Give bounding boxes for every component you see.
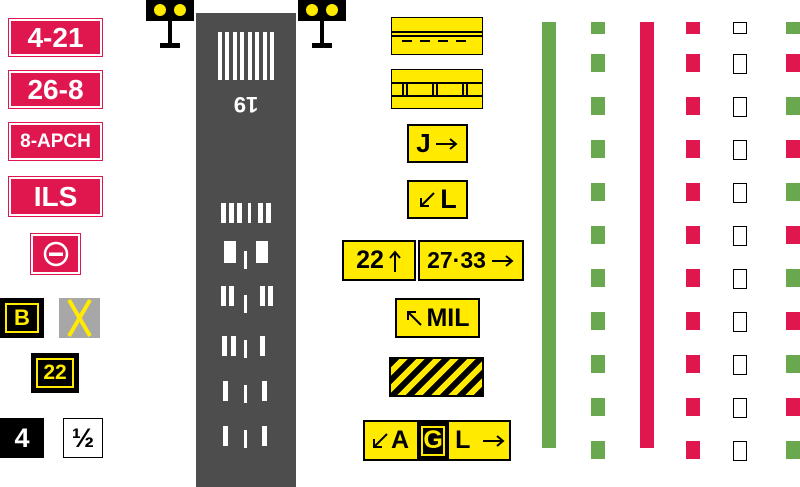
white-dash-light (733, 312, 747, 332)
alt-dash-light (786, 312, 800, 330)
red-dash-light (686, 312, 700, 330)
sign-text: 4-21 (27, 21, 84, 53)
arrow-right-icon (483, 434, 505, 447)
direction-sign-j: J (407, 124, 468, 163)
white-dash-light (733, 269, 747, 289)
aiming-point-left (224, 241, 236, 263)
red-dash-light (686, 183, 700, 201)
direction-sign-27-33: 27·33 (418, 240, 524, 281)
alt-dash-light (786, 22, 800, 34)
red-dash-light (686, 140, 700, 158)
white-dash-light (733, 441, 747, 461)
green-dash-light (591, 183, 605, 201)
arrow-right-icon (435, 137, 458, 150)
white-dash-light (733, 183, 747, 203)
holding-position-marking (391, 17, 483, 55)
red-dash-light (686, 355, 700, 373)
alt-dash-light (786, 226, 800, 244)
sign-text: MIL (426, 303, 470, 332)
mandatory-sign-8-apch: 8-APCH (8, 122, 103, 161)
green-dash-light (591, 140, 605, 158)
runway: 19 (196, 13, 296, 487)
aiming-point-right (256, 241, 268, 263)
red-dash-light (686, 398, 700, 416)
white-dash-light (733, 398, 747, 418)
alt-dash-light (786, 140, 800, 158)
green-dash-light (591, 398, 605, 416)
red-dash-light (686, 97, 700, 115)
alt-dash-light (786, 269, 800, 287)
sign-text: 27·33 (427, 247, 486, 273)
alt-dash-light (786, 398, 800, 416)
alt-dash-light (786, 183, 800, 201)
green-dash-light (591, 226, 605, 244)
alt-dash-light (786, 441, 800, 459)
green-dash-light (591, 269, 605, 287)
sign-text: 26-8 (27, 73, 84, 105)
no-entry-icon (43, 241, 68, 267)
location-box-g: G (417, 422, 450, 459)
sign-text: 8-APCH (20, 130, 91, 152)
white-dash-light (733, 97, 747, 117)
mandatory-sign-ils: ILS (8, 176, 103, 217)
green-dash-light (591, 312, 605, 330)
red-dash-light (686, 226, 700, 244)
runway-light-left (146, 0, 194, 48)
sign-text: ILS (33, 180, 78, 212)
white-dash-light (733, 22, 747, 34)
green-dash-light (591, 22, 605, 34)
arrow-up-left-icon (407, 311, 423, 326)
green-dash-light (591, 355, 605, 373)
threshold-markings (218, 32, 274, 80)
green-dash-light (591, 441, 605, 459)
sign-text: B (14, 305, 30, 330)
white-dash-light (733, 140, 747, 160)
direction-sign-mil: MIL (395, 298, 480, 338)
green-dash-light (591, 54, 605, 72)
runway-light-right (298, 0, 346, 48)
white-dash-light (733, 355, 747, 375)
ils-critical-area-marking (391, 69, 483, 109)
no-entry-sign (30, 233, 81, 275)
mandatory-sign-4-21: 4-21 (8, 18, 103, 57)
sign-text: 22 (356, 246, 384, 274)
mandatory-sign-26-8: 26-8 (8, 70, 103, 109)
sign-text: 22 (43, 361, 67, 384)
alt-dash-light (786, 54, 800, 72)
location-sign-22: 22 (31, 353, 79, 393)
sign-text: G (421, 425, 446, 456)
hazard-stripe-marking (389, 357, 484, 397)
x-closed-icon (67, 298, 92, 338)
alt-dash-light (786, 355, 800, 373)
arrow-right-icon (491, 254, 514, 267)
alt-dash-light (786, 97, 800, 115)
sign-text: 4 (14, 422, 30, 453)
location-sign-b: B (0, 298, 44, 338)
sign-text: A (391, 426, 410, 454)
white-dash-light (733, 54, 747, 74)
sign-text: J (416, 128, 431, 158)
direction-sign-agl: A G L (363, 420, 511, 461)
red-dash-light (686, 441, 700, 459)
arrow-up-icon (389, 249, 401, 272)
sign-text: L (440, 184, 457, 214)
green-dash-light (591, 97, 605, 115)
sign-text: L (455, 426, 471, 454)
closed-taxiway-sign (59, 298, 100, 338)
distance-sign-half: ½ (63, 418, 103, 458)
red-light-bar (640, 22, 654, 448)
green-light-bar (542, 22, 556, 448)
arrow-down-left-icon (420, 191, 435, 207)
direction-sign-l: L (407, 180, 468, 219)
arrow-down-left-icon (373, 432, 388, 448)
distance-sign-4: 4 (0, 418, 44, 458)
white-dash-light (733, 226, 747, 246)
red-dash-light (686, 269, 700, 287)
red-dash-light (686, 54, 700, 72)
sign-text: ½ (71, 422, 95, 453)
red-dash-light (686, 22, 700, 34)
direction-sign-22: 22 (342, 240, 416, 281)
